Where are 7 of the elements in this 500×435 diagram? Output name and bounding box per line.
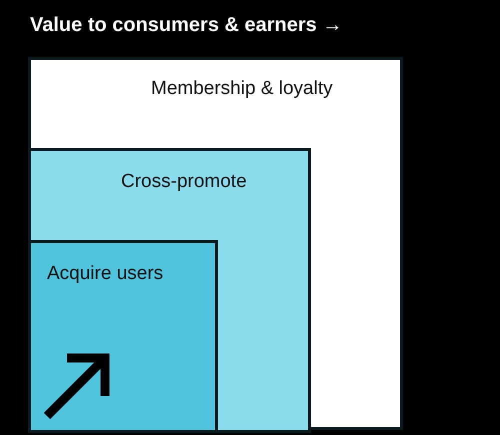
nested-box xyxy=(28,240,218,433)
axis-label: Value to consumers & earners → xyxy=(30,14,342,37)
box-label: Membership & loyalty xyxy=(151,78,333,100)
box-label: Cross-promote xyxy=(121,171,247,193)
nested-box xyxy=(28,57,403,430)
box-label: Acquire users xyxy=(47,263,164,285)
nested-box xyxy=(28,148,311,433)
